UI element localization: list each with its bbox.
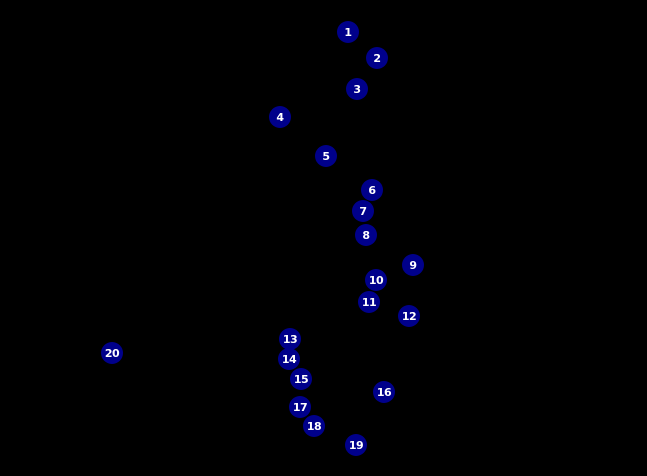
node-label: 2 [373,51,381,65]
node-label: 9 [409,258,417,272]
node-7[interactable]: 7 [352,200,374,222]
node-12[interactable]: 12 [398,305,420,327]
node-6[interactable]: 6 [361,179,383,201]
node-label: 15 [293,372,309,386]
node-label: 5 [322,149,330,163]
node-label: 7 [359,204,367,218]
node-label: 1 [344,25,352,39]
node-19[interactable]: 19 [345,434,367,456]
node-label: 10 [368,273,384,287]
node-17[interactable]: 17 [289,396,311,418]
node-label: 13 [282,332,298,346]
node-15[interactable]: 15 [290,368,312,390]
node-label: 17 [292,400,308,414]
node-label: 3 [353,82,361,96]
node-5[interactable]: 5 [315,145,337,167]
node-label: 4 [276,110,284,124]
node-label: 18 [306,419,322,433]
node-label: 20 [104,346,120,360]
node-14[interactable]: 14 [278,348,300,370]
node-label: 11 [361,295,377,309]
node-9[interactable]: 9 [402,254,424,276]
node-2[interactable]: 2 [366,47,388,69]
node-label: 12 [401,309,417,323]
node-18[interactable]: 18 [303,415,325,437]
node-label: 6 [368,183,376,197]
node-label: 19 [348,438,364,452]
node-4[interactable]: 4 [269,106,291,128]
node-label: 14 [281,352,297,366]
node-16[interactable]: 16 [373,381,395,403]
node-20[interactable]: 20 [101,342,123,364]
node-1[interactable]: 1 [337,21,359,43]
node-3[interactable]: 3 [346,78,368,100]
node-label: 8 [362,228,370,242]
node-13[interactable]: 13 [279,328,301,350]
node-11[interactable]: 11 [358,291,380,313]
node-8[interactable]: 8 [355,224,377,246]
node-10[interactable]: 10 [365,269,387,291]
node-label: 16 [376,385,392,399]
